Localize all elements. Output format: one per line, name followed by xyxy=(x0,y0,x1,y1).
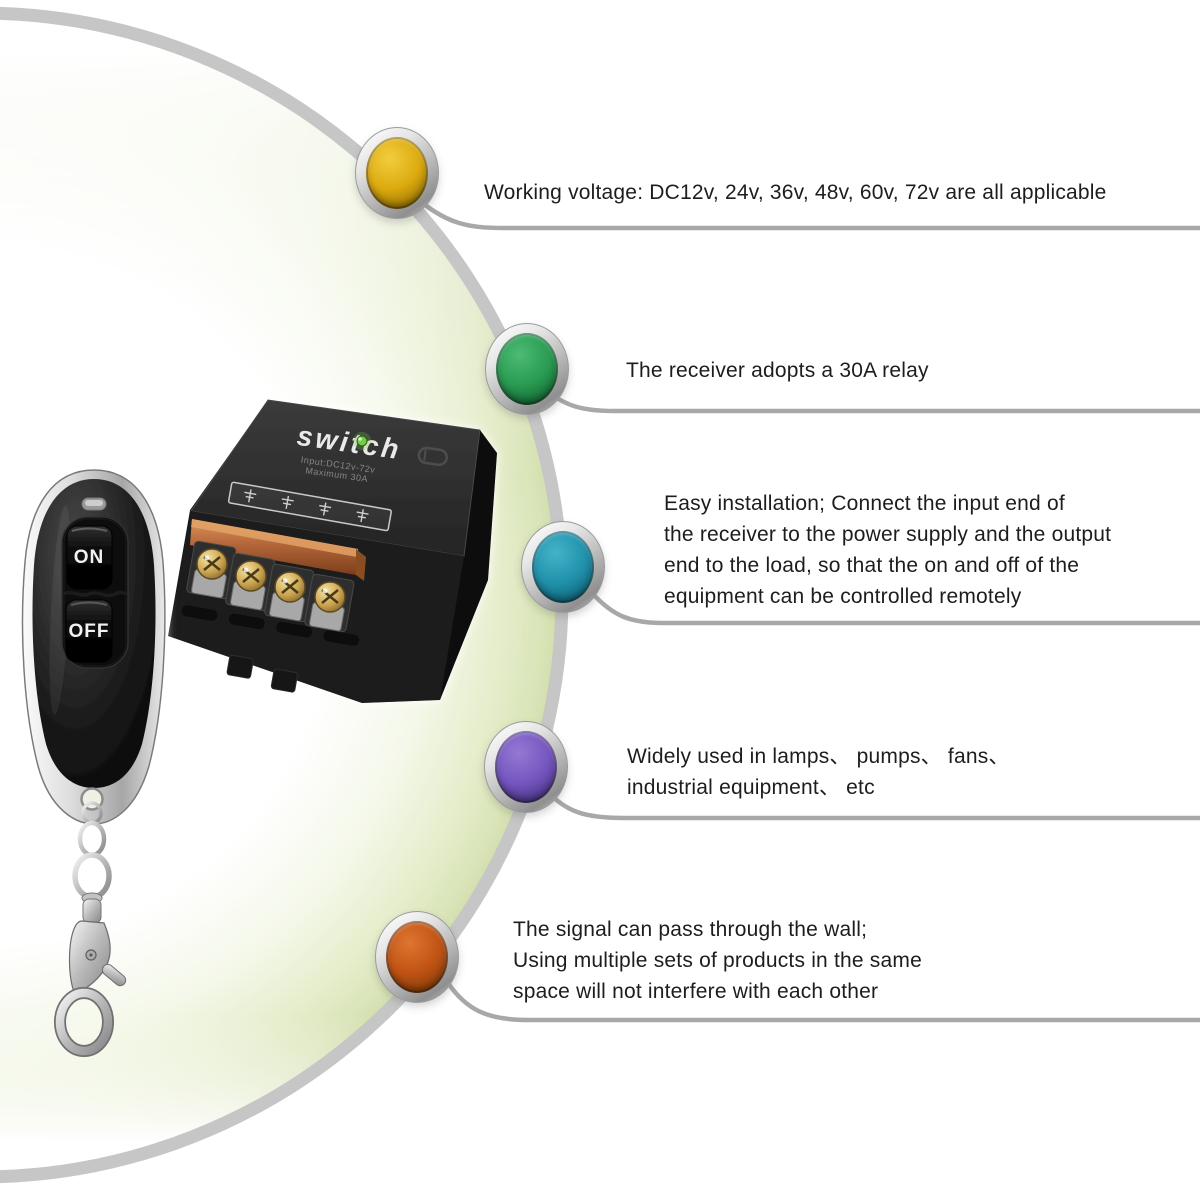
feature-text-widely-used: Widely used in lamps、 pumps、 fans、 indus… xyxy=(627,741,1010,803)
feature-line: Widely used in lamps、 pumps、 fans、 xyxy=(627,745,1010,768)
feature-text-easy-installation: Easy installation; Connect the input end… xyxy=(664,488,1111,612)
feature-line: Working voltage: DC12v, 24v, 36v, 48v, 6… xyxy=(484,181,1107,204)
feature-line: The signal can pass through the wall; xyxy=(513,918,868,941)
terminal-screw xyxy=(304,573,355,633)
feature-line: Easy installation; Connect the input end… xyxy=(664,492,1065,515)
copper-end xyxy=(356,549,366,581)
clasp-loop xyxy=(55,988,113,1056)
feature-line: end to the load, so that the on and off … xyxy=(664,554,1080,577)
orange-dot-icon xyxy=(386,921,448,993)
remote-on-button: ON xyxy=(66,525,113,590)
feature-line: the receiver to the power supply and the… xyxy=(664,523,1112,546)
remote-off-button: OFF xyxy=(65,599,113,663)
terminal-screw xyxy=(225,552,276,612)
clasp-screw-dot xyxy=(89,953,93,957)
remote-control: ON OFF xyxy=(21,469,166,825)
copper-highlight xyxy=(191,519,358,557)
keychain-link xyxy=(77,820,107,858)
off-button-label: OFF xyxy=(69,621,110,642)
power-socket-icon xyxy=(417,446,449,467)
feature-bullet-widely-used xyxy=(484,721,568,813)
yellow-dot-icon xyxy=(366,137,428,209)
terminal-screw xyxy=(264,563,315,623)
keychain xyxy=(54,801,127,1057)
led-highlight xyxy=(358,437,362,441)
feature-text-working-voltage: Working voltage: DC12v, 24v, 36v, 48v, 6… xyxy=(484,177,1107,208)
feature-text-relay: The receiver adopts a 30A relay xyxy=(626,355,929,386)
green-dot-icon xyxy=(496,333,558,405)
button-divider xyxy=(62,590,128,598)
connector-line-5 xyxy=(445,980,1200,1023)
purple-dot-icon xyxy=(495,731,557,803)
feature-line: Using multiple sets of products in the s… xyxy=(513,949,922,972)
feature-bullet-working-voltage xyxy=(355,127,439,219)
keychain-d-ring xyxy=(72,852,112,900)
mounting-tabs xyxy=(226,654,298,693)
connector-line-3 xyxy=(589,590,1200,626)
terminal-block xyxy=(186,540,355,633)
teal-dot-icon xyxy=(532,531,594,603)
led-window-glass xyxy=(85,500,103,506)
feature-bullet-easy-installation xyxy=(521,521,605,613)
feature-line: space will not interfere with each other xyxy=(513,980,879,1003)
feature-line: industrial equipment、 etc xyxy=(627,776,875,799)
receiver-side-face xyxy=(410,430,497,700)
clasp-trigger xyxy=(101,963,127,987)
terminal-screw xyxy=(186,540,237,600)
feature-line: equipment can be controlled remotely xyxy=(664,585,1022,608)
on-button-label: ON xyxy=(74,547,105,568)
swivel-barrel xyxy=(82,898,102,924)
receiver-box: switch Input:DC12v-72v Maximum 30A xyxy=(168,399,497,703)
feature-bullet-signal xyxy=(375,911,459,1003)
vent-slots xyxy=(181,605,360,646)
feature-line: The receiver adopts a 30A relay xyxy=(626,359,929,382)
feature-text-signal: The signal can pass through the wall; Us… xyxy=(513,914,922,1007)
terminal-legend-strip xyxy=(227,481,392,532)
led-indicator xyxy=(356,435,368,447)
feature-bullet-relay xyxy=(485,323,569,415)
